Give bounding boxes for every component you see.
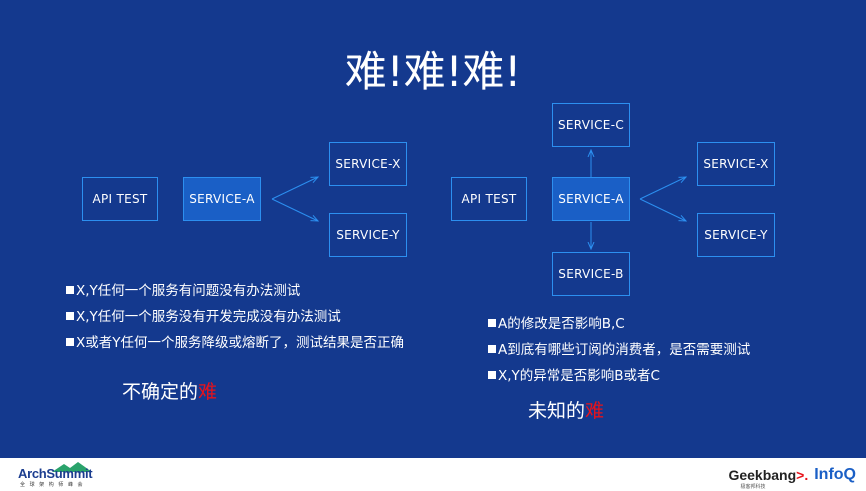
right-service-a-box: SERVICE-A xyxy=(552,177,630,221)
left-service-a-box: SERVICE-A xyxy=(183,177,261,221)
bullet-square-icon xyxy=(488,319,496,327)
slide: 难!难!难! API TEST SERVICE-A SERVICE-X SERV… xyxy=(0,0,866,458)
left-service-y-box: SERVICE-Y xyxy=(329,213,407,257)
list-item: X,Y任何一个服务有问题没有办法测试 xyxy=(66,278,404,304)
left-tagline: 不确定的难 xyxy=(122,381,218,403)
arrow-right-a-to-y xyxy=(639,198,686,221)
arrow-right-a-to-x xyxy=(639,177,686,200)
slide-title: 难!难!难! xyxy=(344,47,522,96)
bullet-square-icon xyxy=(66,286,74,294)
infoq-logo: InfoQ xyxy=(814,466,856,483)
right-service-c-box: SERVICE-C xyxy=(552,103,630,147)
list-item: A的修改是否影响B,C xyxy=(488,311,750,337)
footer-bar xyxy=(0,458,866,491)
left-service-x-box: SERVICE-X xyxy=(329,142,407,186)
chevron-right-icon: >. xyxy=(796,467,809,483)
arrow-left-a-to-y xyxy=(271,198,318,221)
list-item: A到底有哪些订阅的消费者，是否需要测试 xyxy=(488,337,750,363)
right-tagline: 未知的难 xyxy=(528,400,605,422)
right-api-test-box: API TEST xyxy=(451,177,527,221)
list-item: X,Y的异常是否影响B或者C xyxy=(488,363,750,389)
list-item: X或者Y任何一个服务降级或熔断了，测试结果是否正确 xyxy=(66,330,404,356)
bullet-square-icon xyxy=(66,312,74,320)
right-bullet-list: A的修改是否影响B,C A到底有哪些订阅的消费者，是否需要测试 X,Y的异常是否… xyxy=(488,311,750,389)
bullet-square-icon xyxy=(66,338,74,346)
geekbang-logo: Geekbang>. 极客邦科技 xyxy=(728,467,809,490)
diagram-arrows xyxy=(271,0,866,458)
left-bullet-list: X,Y任何一个服务有问题没有办法测试 X,Y任何一个服务没有开发完成没有办法测试… xyxy=(66,278,404,356)
right-service-b-box: SERVICE-B xyxy=(552,252,630,296)
bullet-square-icon xyxy=(488,345,496,353)
mountain-icon xyxy=(52,462,92,472)
archsummit-logo: ArchSummit 全 球 架 构 师 峰 会 xyxy=(18,462,93,488)
left-api-test-box: API TEST xyxy=(82,177,158,221)
sponsor-logos: Geekbang>. 极客邦科技 InfoQ xyxy=(728,463,856,490)
right-service-x-box: SERVICE-X xyxy=(697,142,775,186)
bullet-square-icon xyxy=(488,371,496,379)
arrow-left-a-to-x xyxy=(271,177,318,200)
right-service-y-box: SERVICE-Y xyxy=(697,213,775,257)
list-item: X,Y任何一个服务没有开发完成没有办法测试 xyxy=(66,304,404,330)
